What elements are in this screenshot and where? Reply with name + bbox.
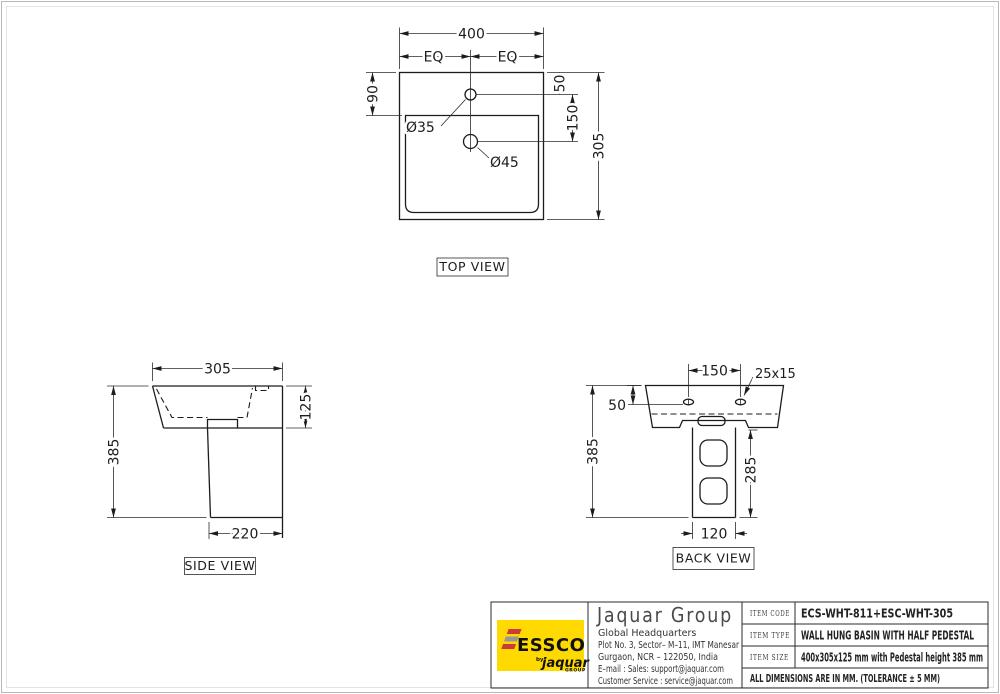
address-line-3: Gurgaon, NCR – 122050, India [598, 652, 718, 663]
back-view-caption: BACK VIEW [672, 547, 755, 570]
top-view: 400 EQ EQ 90 50 150 305 Ø35 Ø45 [363, 24, 610, 277]
dim-side-depth: 305 [204, 362, 231, 378]
dim-tap-offset: 50 [553, 75, 569, 93]
top-view-label: TOP VIEW [438, 259, 505, 274]
essco-logo-by: by [536, 657, 544, 663]
item-type-value: WALL HUNG BASIN WITH HALF PEDESTAL [801, 629, 974, 643]
top-view-dimensions: 400 EQ EQ 90 50 150 305 Ø35 Ø45 [363, 24, 610, 220]
top-view-caption: TOP VIEW [436, 257, 509, 277]
dim-pedestal-depth: 220 [232, 527, 259, 543]
address-line-1: Global Headquarters [598, 628, 696, 639]
mounting-slot-right [734, 398, 747, 406]
side-view-caption: SIDE VIEW [184, 557, 256, 575]
dim-tap-to-drain: 150 [566, 105, 582, 132]
essco-logo-brand: ESSCO [517, 635, 585, 656]
dim-basin-height: 125 [299, 394, 315, 421]
essco-logo: ESSCO by jaquar GROUP [497, 620, 591, 674]
item-code-label: ITEM CODE [750, 609, 790, 619]
dim-slot-offset: 50 [608, 398, 626, 414]
back-view: 150 25x15 50 385 285 120 [583, 361, 798, 570]
dim-back-total-height: 385 [586, 438, 602, 465]
address-line-4: E–mail : Sales: support@jaquar.com [598, 664, 724, 675]
side-view-geometry [151, 385, 284, 538]
pedestal-hole-upper [699, 439, 728, 467]
essco-logo-group: GROUP [565, 668, 586, 674]
pedestal-hole-lower [699, 477, 728, 505]
address-line-5: Customer Service : service@jaquar.com [598, 676, 733, 687]
dim-eq-left: EQ [424, 50, 444, 66]
item-size-label: ITEM SIZE [750, 653, 789, 663]
dim-slot-spacing: 150 [701, 364, 728, 380]
back-view-label: BACK VIEW [676, 551, 752, 566]
company-info: Jaquar Group Global Headquarters Plot No… [595, 603, 739, 687]
tap-hole-circle [464, 88, 477, 101]
mounting-slot-left [682, 398, 695, 406]
item-size-value: 400x305x125 mm with Pedestal height 385 … [801, 651, 983, 665]
title-block-border [490, 601, 989, 689]
side-view-dimensions: 305 125 385 220 [104, 359, 317, 545]
back-view-geometry [644, 384, 785, 519]
side-view: 305 125 385 220 SIDE VIEW [104, 359, 317, 575]
dim-pedestal-width: 120 [701, 527, 728, 543]
dim-eq-right: EQ [498, 50, 518, 66]
dim-rim: 90 [366, 85, 382, 103]
page-border-inner [6, 6, 994, 688]
dim-pedestal-height: 285 [744, 457, 760, 484]
dimensions-note: ALL DIMENSIONS ARE IN MM. (TOLERANCE ± 5… [750, 672, 940, 685]
drain-hole-label: Ø45 [490, 155, 519, 171]
title-block: ESSCO by jaquar GROUP Jaquar Group Globa… [490, 601, 989, 689]
dim-top-depth: 305 [592, 133, 608, 160]
item-rows: ITEM CODE ECS-WHT-811+ESC-WHT-305 ITEM T… [750, 607, 983, 686]
tap-hole-label: Ø35 [406, 120, 435, 136]
drain-hole-circle [462, 133, 479, 150]
top-view-geometry [398, 50, 545, 221]
item-code-value: ECS-WHT-811+ESC-WHT-305 [801, 607, 953, 621]
dim-side-total-height: 385 [107, 439, 123, 466]
company-name: Jaquar Group [595, 603, 733, 627]
essco-logo-stripes [501, 629, 522, 649]
item-type-label: ITEM TYPE [750, 631, 790, 641]
essco-logo-jaquar: jaquar [540, 656, 591, 671]
address-line-2: Plot No. 3, Sector– M–11, IMT Manesar [598, 640, 739, 651]
dim-slot-size: 25x15 [755, 367, 796, 382]
side-view-label: SIDE VIEW [184, 558, 255, 573]
dim-top-width: 400 [458, 27, 485, 43]
back-view-dimensions: 150 25x15 50 385 285 120 [583, 361, 798, 545]
